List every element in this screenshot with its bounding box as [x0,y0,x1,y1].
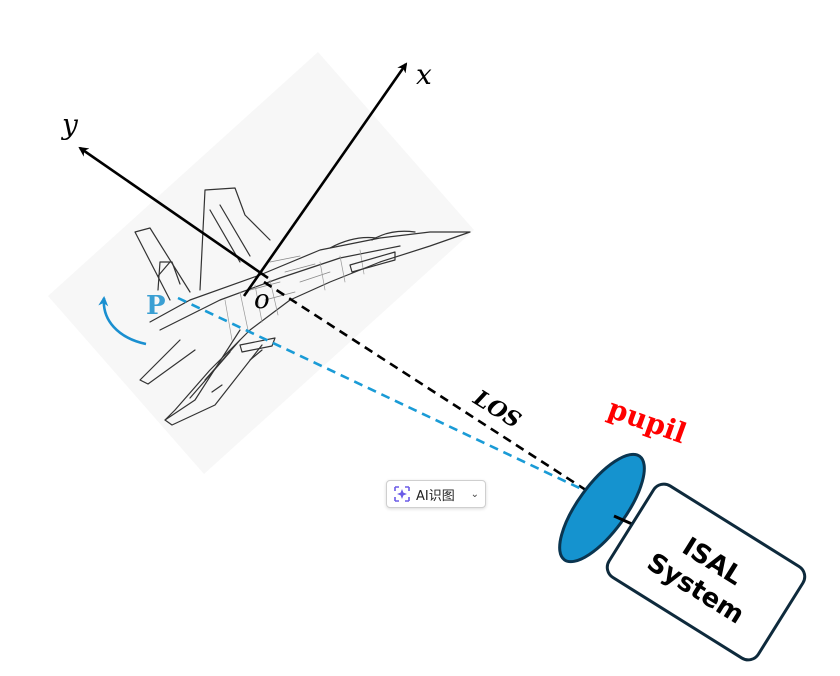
aircraft-image-background [48,52,474,474]
scatterer-dashed-line [177,296,593,496]
pupil-system-connector [613,514,633,526]
sparkle-icon [393,485,411,503]
pupil-ellipse [558,452,646,564]
chevron-down-icon[interactable]: ⌄ [470,488,479,500]
x-axis-arrow [242,62,408,297]
pupil-label: pupil [604,392,691,451]
rotation-arrow [98,296,147,346]
los-label: LOS [468,385,525,434]
isal-system-box: ISAL System [605,482,807,662]
origin-label: o [254,285,270,315]
y-axis-arrow [78,146,269,280]
x-axis-label: x [416,58,432,91]
los-dashed-line [263,280,593,496]
ai-button-label: AI识图 [416,488,455,504]
aircraft-sketch [134,187,471,426]
ai-recognize-button[interactable]: AI识图 ⌄ [386,480,486,508]
point-p-label: P [146,291,166,321]
y-axis-label: y [60,108,79,141]
